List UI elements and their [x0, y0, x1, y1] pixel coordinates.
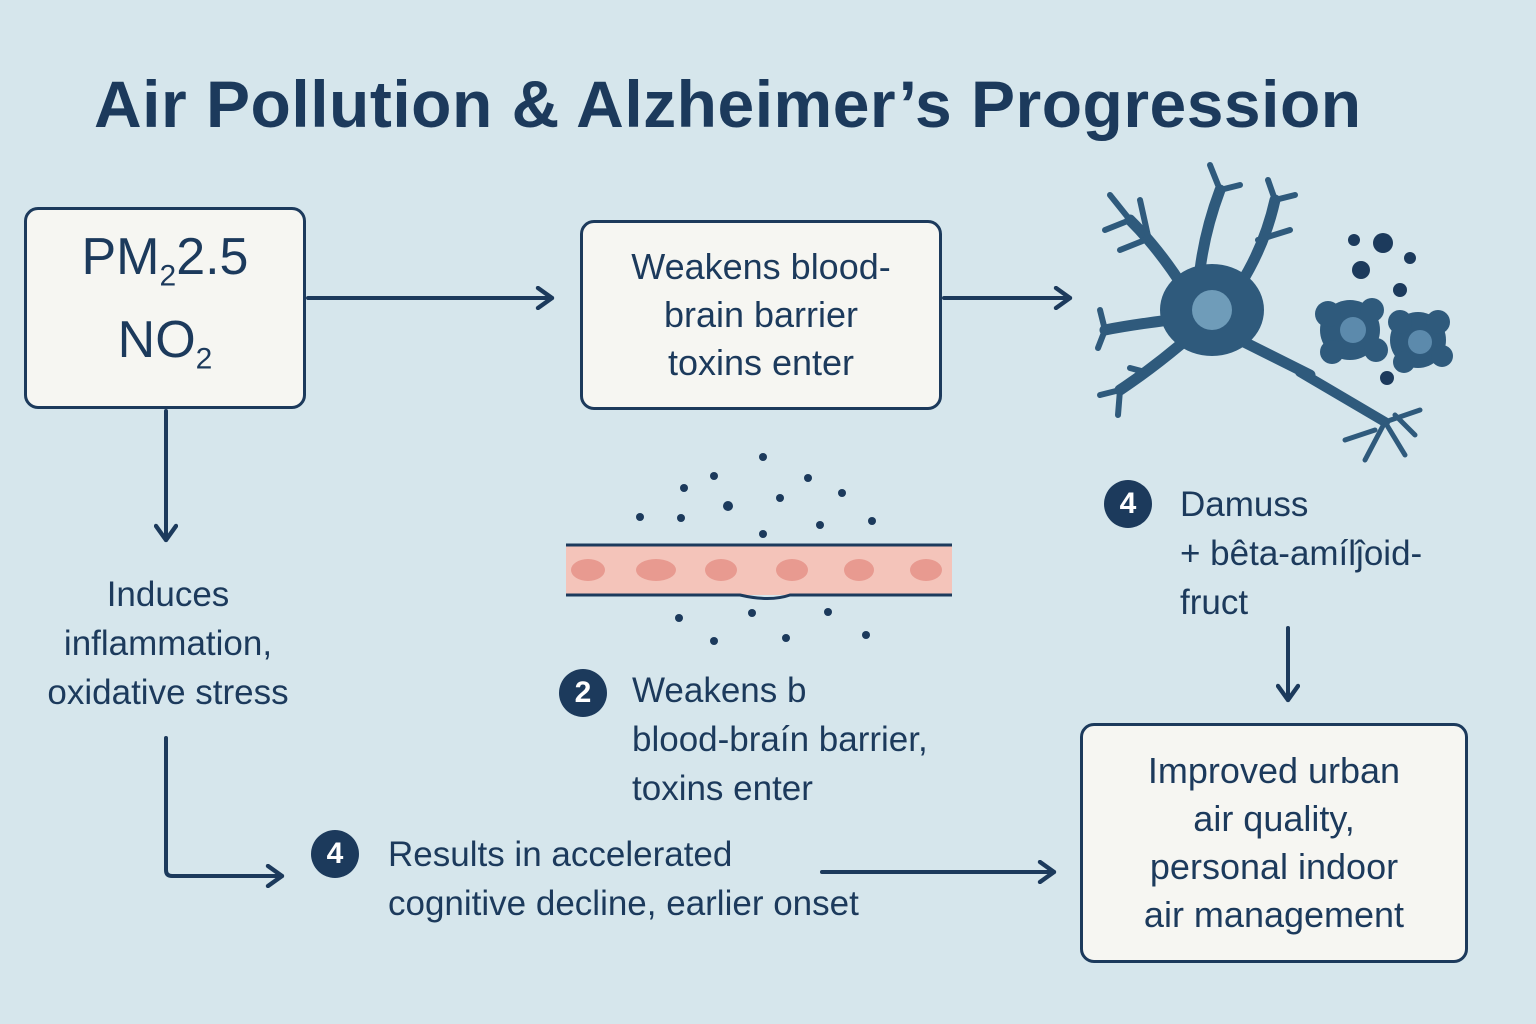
neuron-icon	[1095, 162, 1423, 463]
flow-arrows	[166, 298, 1288, 876]
blood-brain-barrier-box: Weakens blood- brain barrier toxins ente…	[580, 220, 942, 410]
no2-label: NO2	[117, 311, 213, 376]
pm25-label: PM22.5	[81, 227, 249, 292]
step-4-results-badge: 4	[311, 830, 359, 878]
step-4-results-text: Results in accelerated cognitive decline…	[388, 835, 859, 923]
amyloid-plaque-icon	[1315, 233, 1453, 385]
blood-vessel-icon	[566, 543, 952, 600]
step-2-badge: 2	[559, 669, 607, 717]
pollutants-box: PM22.5 NO2	[24, 207, 306, 409]
solution-box: Improved urban air quality, personal ind…	[1080, 723, 1468, 963]
step-4-damage-text: Damuss + bêta-amílĵoid- fruct	[1180, 485, 1423, 622]
particles-icon	[636, 453, 876, 645]
arrow-inflammation-to-results	[164, 736, 282, 876]
step-2-text: Weakens b blood-braín barrier, toxins en…	[632, 671, 928, 808]
step-4-damage-badge: 4	[1104, 480, 1152, 528]
inflammation-text: Induces inflammation, oxidative stress	[47, 575, 289, 712]
page-title: Air Pollution & Alzheimer’s Progression	[94, 67, 1362, 141]
